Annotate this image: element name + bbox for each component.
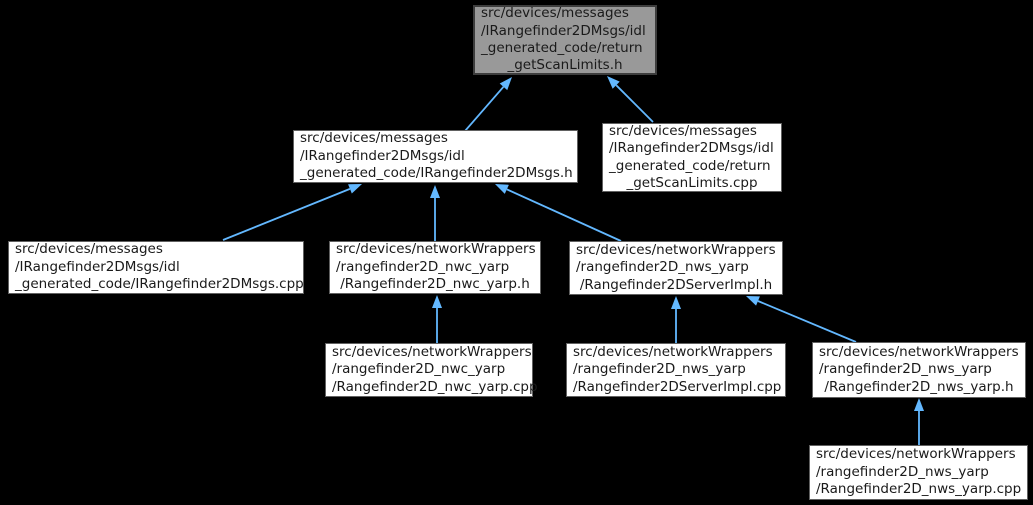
graph-node-irangefinder2dmsgs-h[interactable]: src/devices/messages/IRangefinder2DMsgs/… (293, 130, 578, 183)
node-label-line: /rangefinder2D_nws_yarp (573, 361, 746, 378)
node-label-line: /Rangefinder2D_nws_yarp.cpp (816, 481, 1022, 498)
node-label-line: _generated_code/return (609, 157, 771, 174)
graph-node-irangefinder2dmsgs-cpp[interactable]: src/devices/messages/IRangefinder2DMsgs/… (8, 241, 304, 294)
graph-node-rangefinder2dserverimpl-h[interactable]: src/devices/networkWrappers/rangefinder2… (569, 241, 783, 295)
node-label-line: /rangefinder2D_nwc_yarp (332, 361, 506, 378)
node-label-line: /Rangefinder2DServerImpl.cpp (573, 378, 782, 395)
arrowhead-irangefinder2dmsgs-h-to-return-getscanlimits-h (499, 77, 512, 91)
arrowhead-rangefinder2d-nwc-yarp-cpp-to-rangefinder2d-nwc-yarp-h (432, 295, 442, 308)
node-label-line: /rangefinder2D_nws_yarp (576, 259, 749, 276)
edge-rangefinder2dserverimpl-h-to-irangefinder2dmsgs-h (506, 188, 622, 242)
arrowhead-rangefinder2dserverimpl-cpp-to-rangefinder2dserverimpl-h (671, 296, 681, 309)
node-label-line: src/devices/networkWrappers (819, 343, 1019, 360)
node-label-line: /rangefinder2D_nws_yarp (819, 361, 992, 378)
node-label-line: src/devices/messages (481, 5, 629, 22)
node-label-line: /rangefinder2D_nwc_yarp (336, 258, 510, 275)
node-label-line: src/devices/messages (609, 122, 757, 139)
node-label-line: /IRangefinder2DMsgs/idl (300, 147, 465, 164)
graph-node-rangefinder2d-nws-yarp-cpp[interactable]: src/devices/networkWrappers/rangefinder2… (809, 445, 1028, 500)
node-label-line: _generated_code/IRangefinder2DMsgs.cpp (15, 276, 304, 293)
graph-node-return-getscanlimits-cpp[interactable]: src/devices/messages/IRangefinder2DMsgs/… (602, 123, 782, 192)
node-label-line: _getScanLimits.h (507, 57, 623, 74)
graph-node-return-getscanlimits-h[interactable]: src/devices/messages/IRangefinder2DMsgs/… (473, 5, 657, 75)
node-label-line: /Rangefinder2D_nwc_yarp.cpp (332, 378, 538, 395)
arrowhead-rangefinder2d-nws-yarp-h-to-rangefinder2dserverimpl-h (746, 296, 760, 306)
node-label-line: /IRangefinder2DMsgs/idl (481, 22, 646, 39)
node-label-line: _getScanLimits.cpp (626, 174, 758, 191)
node-label-line: _generated_code/return (481, 40, 643, 56)
graph-node-rangefinder2d-nwc-yarp-cpp[interactable]: src/devices/networkWrappers/rangefinder2… (325, 343, 538, 397)
node-label-line: src/devices/networkWrappers (332, 343, 532, 360)
graph-node-rangefinder2dserverimpl-cpp[interactable]: src/devices/networkWrappers/rangefinder2… (566, 343, 786, 397)
edge-irangefinder2dmsgs-cpp-to-irangefinder2dmsgs-h (222, 188, 351, 241)
node-label-line: _generated_code/IRangefinder2DMsgs.h (300, 165, 573, 182)
node-label-line: /rangefinder2D_nws_yarp (816, 463, 989, 480)
node-label-line: src/devices/networkWrappers (816, 446, 1016, 463)
node-label-line: /Rangefinder2D_nws_yarp.h (824, 378, 1014, 395)
edge-rangefinder2d-nws-yarp-h-to-rangefinder2dserverimpl-h (757, 300, 857, 343)
node-label-line: src/devices/networkWrappers (576, 241, 776, 258)
graph-node-rangefinder2d-nws-yarp-h[interactable]: src/devices/networkWrappers/rangefinder2… (812, 342, 1026, 398)
node-label-line: src/devices/messages (300, 130, 448, 147)
graph-node-rangefinder2d-nwc-yarp-h[interactable]: src/devices/networkWrappers/rangefinder2… (329, 241, 541, 294)
node-label-line: /Rangefinder2DServerImpl.h (579, 276, 773, 293)
arrowhead-return-getscanlimits-cpp-to-return-getscanlimits-h (607, 76, 620, 89)
node-label-line: /IRangefinder2DMsgs/idl (15, 258, 180, 275)
arrowhead-rangefinder2d-nwc-yarp-h-to-irangefinder2dmsgs-h (430, 185, 440, 198)
node-label-line: /IRangefinder2DMsgs/idl (609, 140, 774, 157)
arrowhead-rangefinder2dserverimpl-h-to-irangefinder2dmsgs-h (495, 184, 509, 194)
edge-irangefinder2dmsgs-h-to-return-getscanlimits-h (464, 86, 505, 132)
node-label-line: /Rangefinder2D_nwc_yarp.h (340, 276, 530, 293)
arrowhead-irangefinder2dmsgs-cpp-to-irangefinder2dmsgs-h (348, 184, 362, 194)
edge-return-getscanlimits-cpp-to-return-getscanlimits-h (615, 84, 654, 123)
node-label-line: src/devices/networkWrappers (336, 241, 536, 258)
node-label-line: src/devices/networkWrappers (573, 343, 773, 360)
arrowhead-rangefinder2d-nws-yarp-cpp-to-rangefinder2d-nws-yarp-h (914, 398, 924, 411)
node-label-line: src/devices/messages (15, 241, 163, 258)
